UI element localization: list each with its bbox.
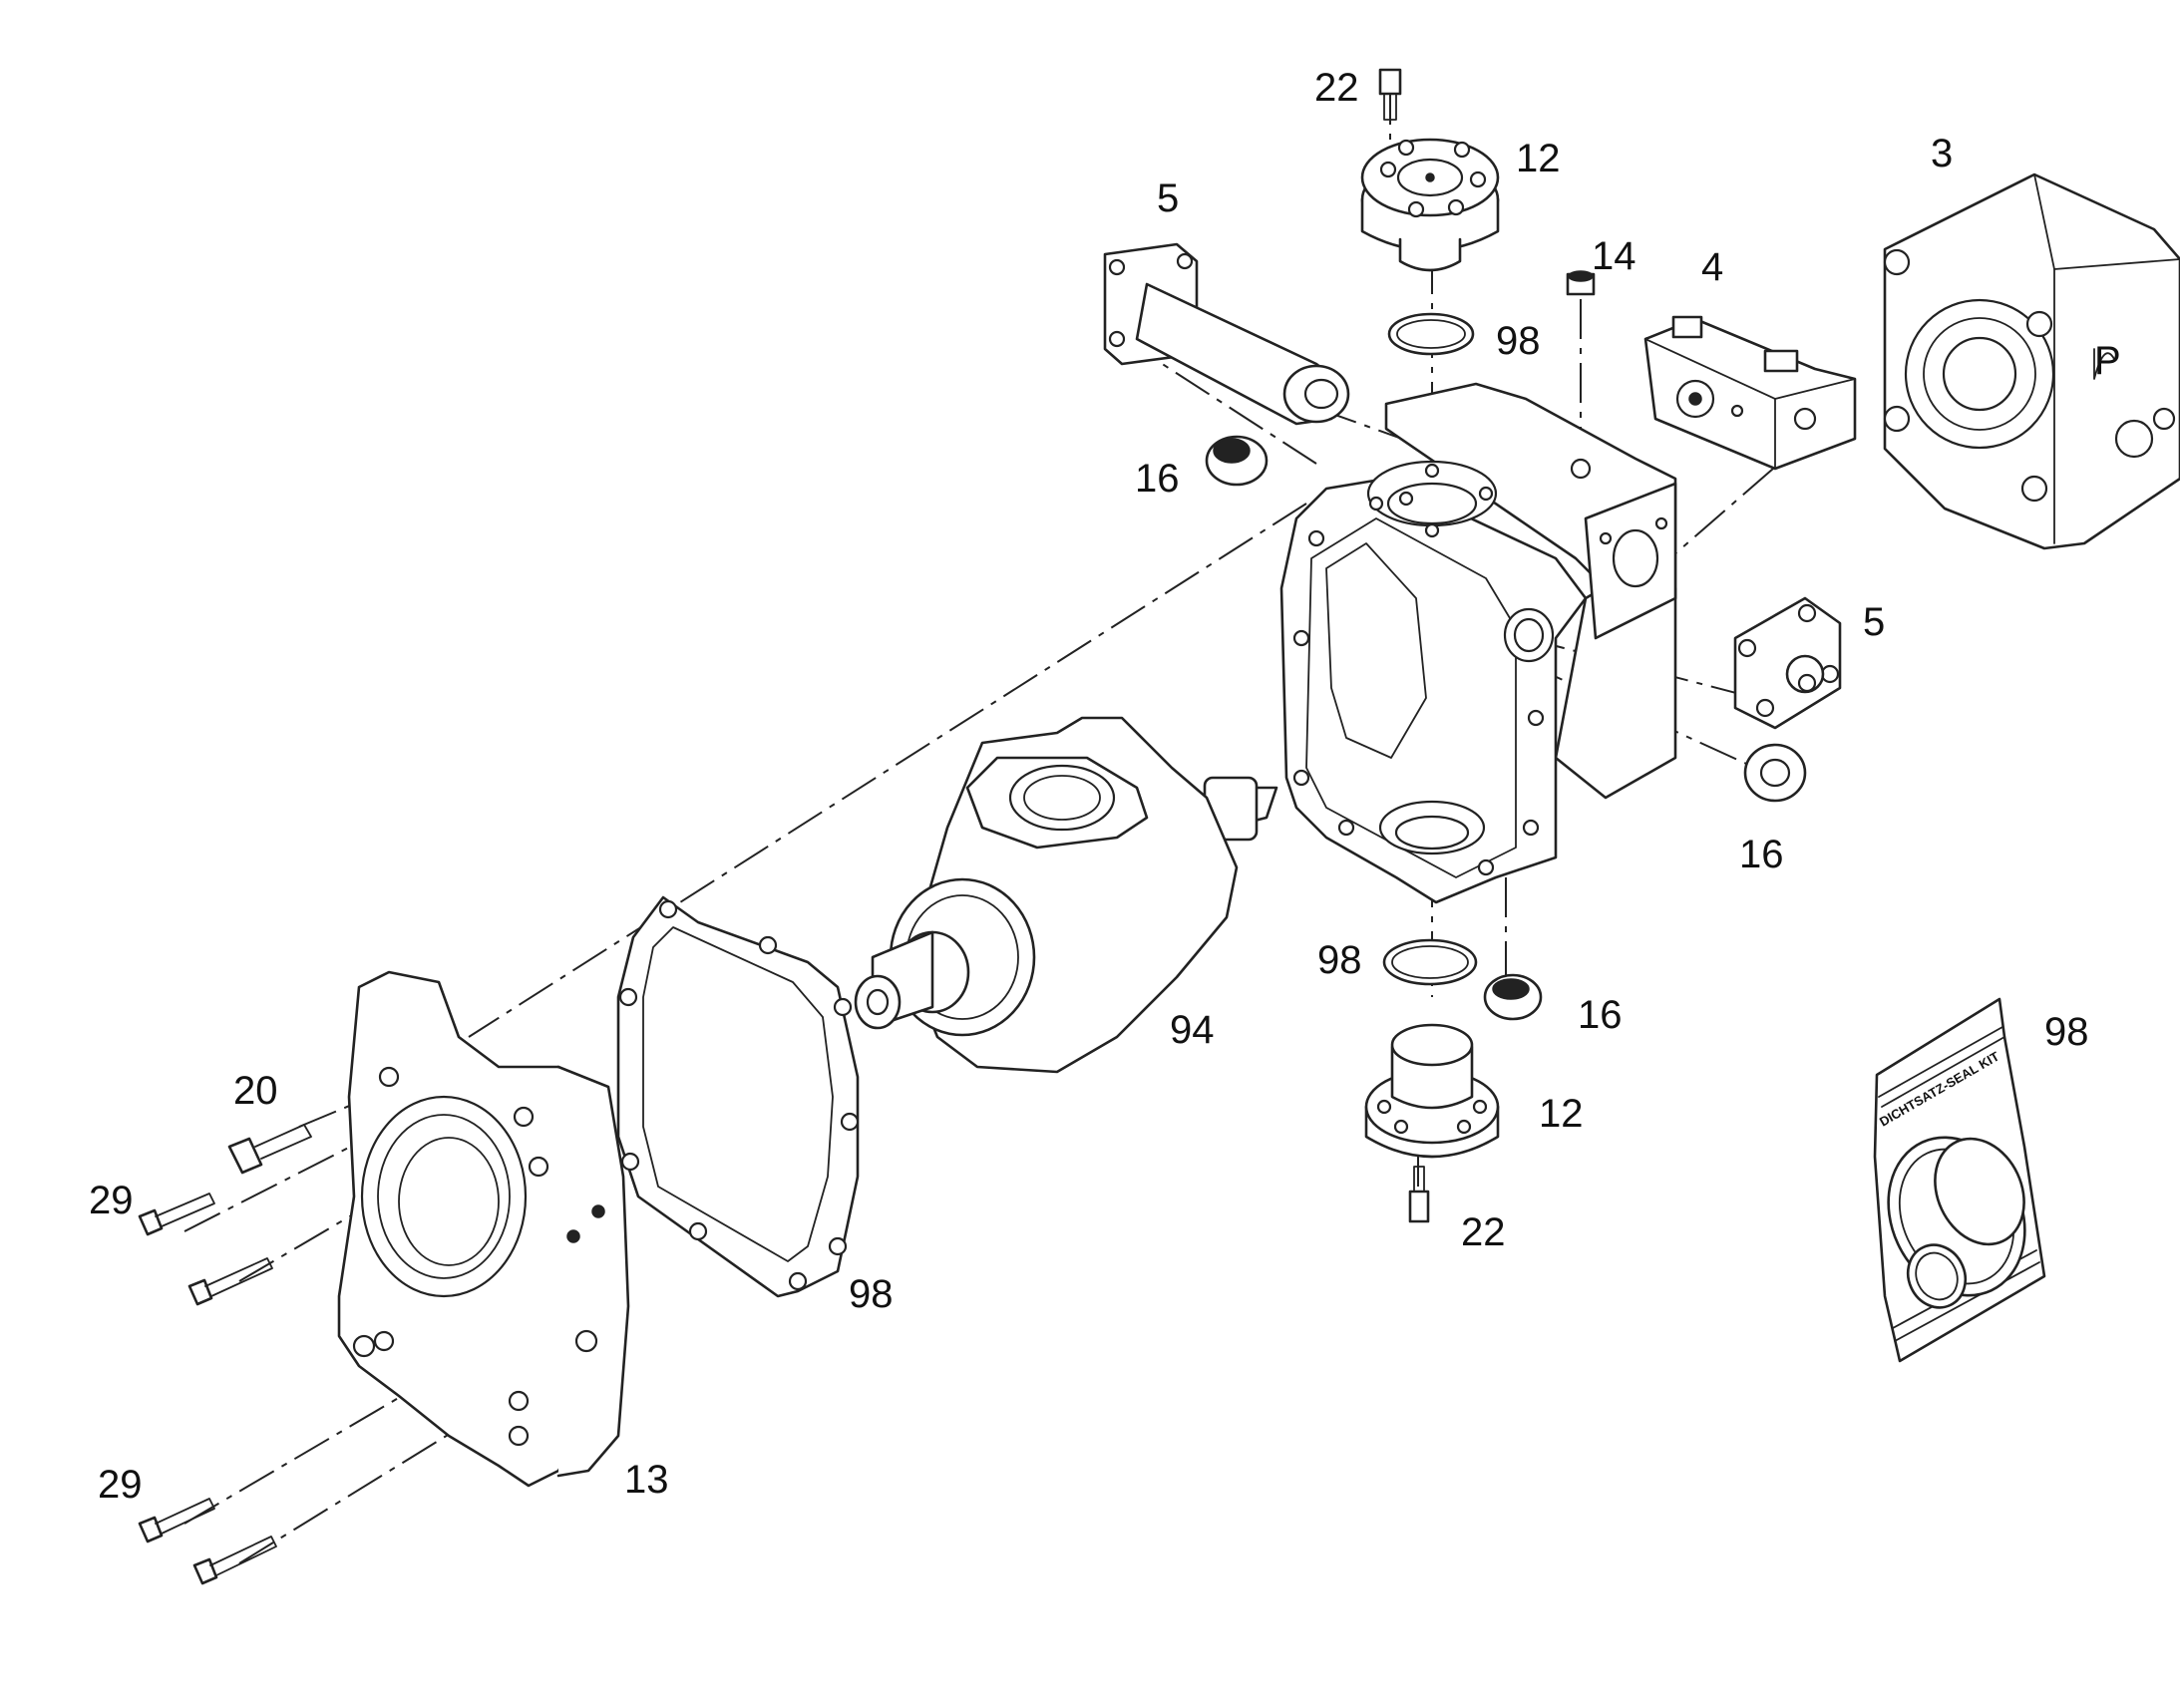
callout-14: 14 [1592,234,1636,278]
o-ring-top [1387,312,1475,356]
plug-14 [1566,270,1596,296]
callout-5-right: 5 [1863,600,1885,644]
callout-16-right: 16 [1739,833,1784,876]
control-cover-right [1733,596,1842,730]
callout-12-top: 12 [1516,137,1561,180]
o-ring-bottom [1382,938,1478,986]
cap-top [1360,68,1500,272]
callout-29-top: 29 [89,1179,134,1222]
callout-98-kit: 98 [2044,1010,2089,1054]
callout-12-bottom: 12 [1539,1092,1584,1136]
flange-gasket [616,895,860,1298]
callout-4: 4 [1701,245,1723,289]
callout-numbers: 22 12 3 5 14 4 98 16 5 16 98 16 94 12 98… [89,66,2089,1507]
screws-left [138,1124,312,1585]
callout-22-top: 22 [1314,66,1359,110]
main-housing [1279,382,1677,904]
callout-5-top: 5 [1157,176,1179,220]
callout-13: 13 [624,1458,669,1502]
callout-22-bottom: 22 [1461,1210,1506,1254]
plug-left [1205,435,1269,487]
plug-right [1743,743,1807,803]
rear-port-housing: P [1883,172,2180,550]
plug-bottom [1483,973,1543,1021]
cap-bottom [1364,1023,1500,1223]
callout-94: 94 [1170,1008,1215,1052]
callout-16-left: 16 [1135,457,1180,501]
control-piston-cover [1103,242,1350,426]
callout-98-mid: 98 [1317,938,1362,982]
callout-98-gasket: 98 [849,1272,894,1316]
callout-98-top: 98 [1496,319,1541,363]
rotary-group [854,716,1278,1074]
valve-block [1643,315,1857,471]
callout-3: 3 [1931,132,1953,175]
seal-kit-bag: DICHTSATZ-SEAL KIT [1873,997,2046,1363]
mounting-flange [337,970,630,1488]
callout-29-bottom: 29 [98,1463,143,1507]
housing-marking: P [2094,339,2121,383]
callout-16-bottom: 16 [1578,993,1623,1037]
callout-20: 20 [233,1069,278,1113]
